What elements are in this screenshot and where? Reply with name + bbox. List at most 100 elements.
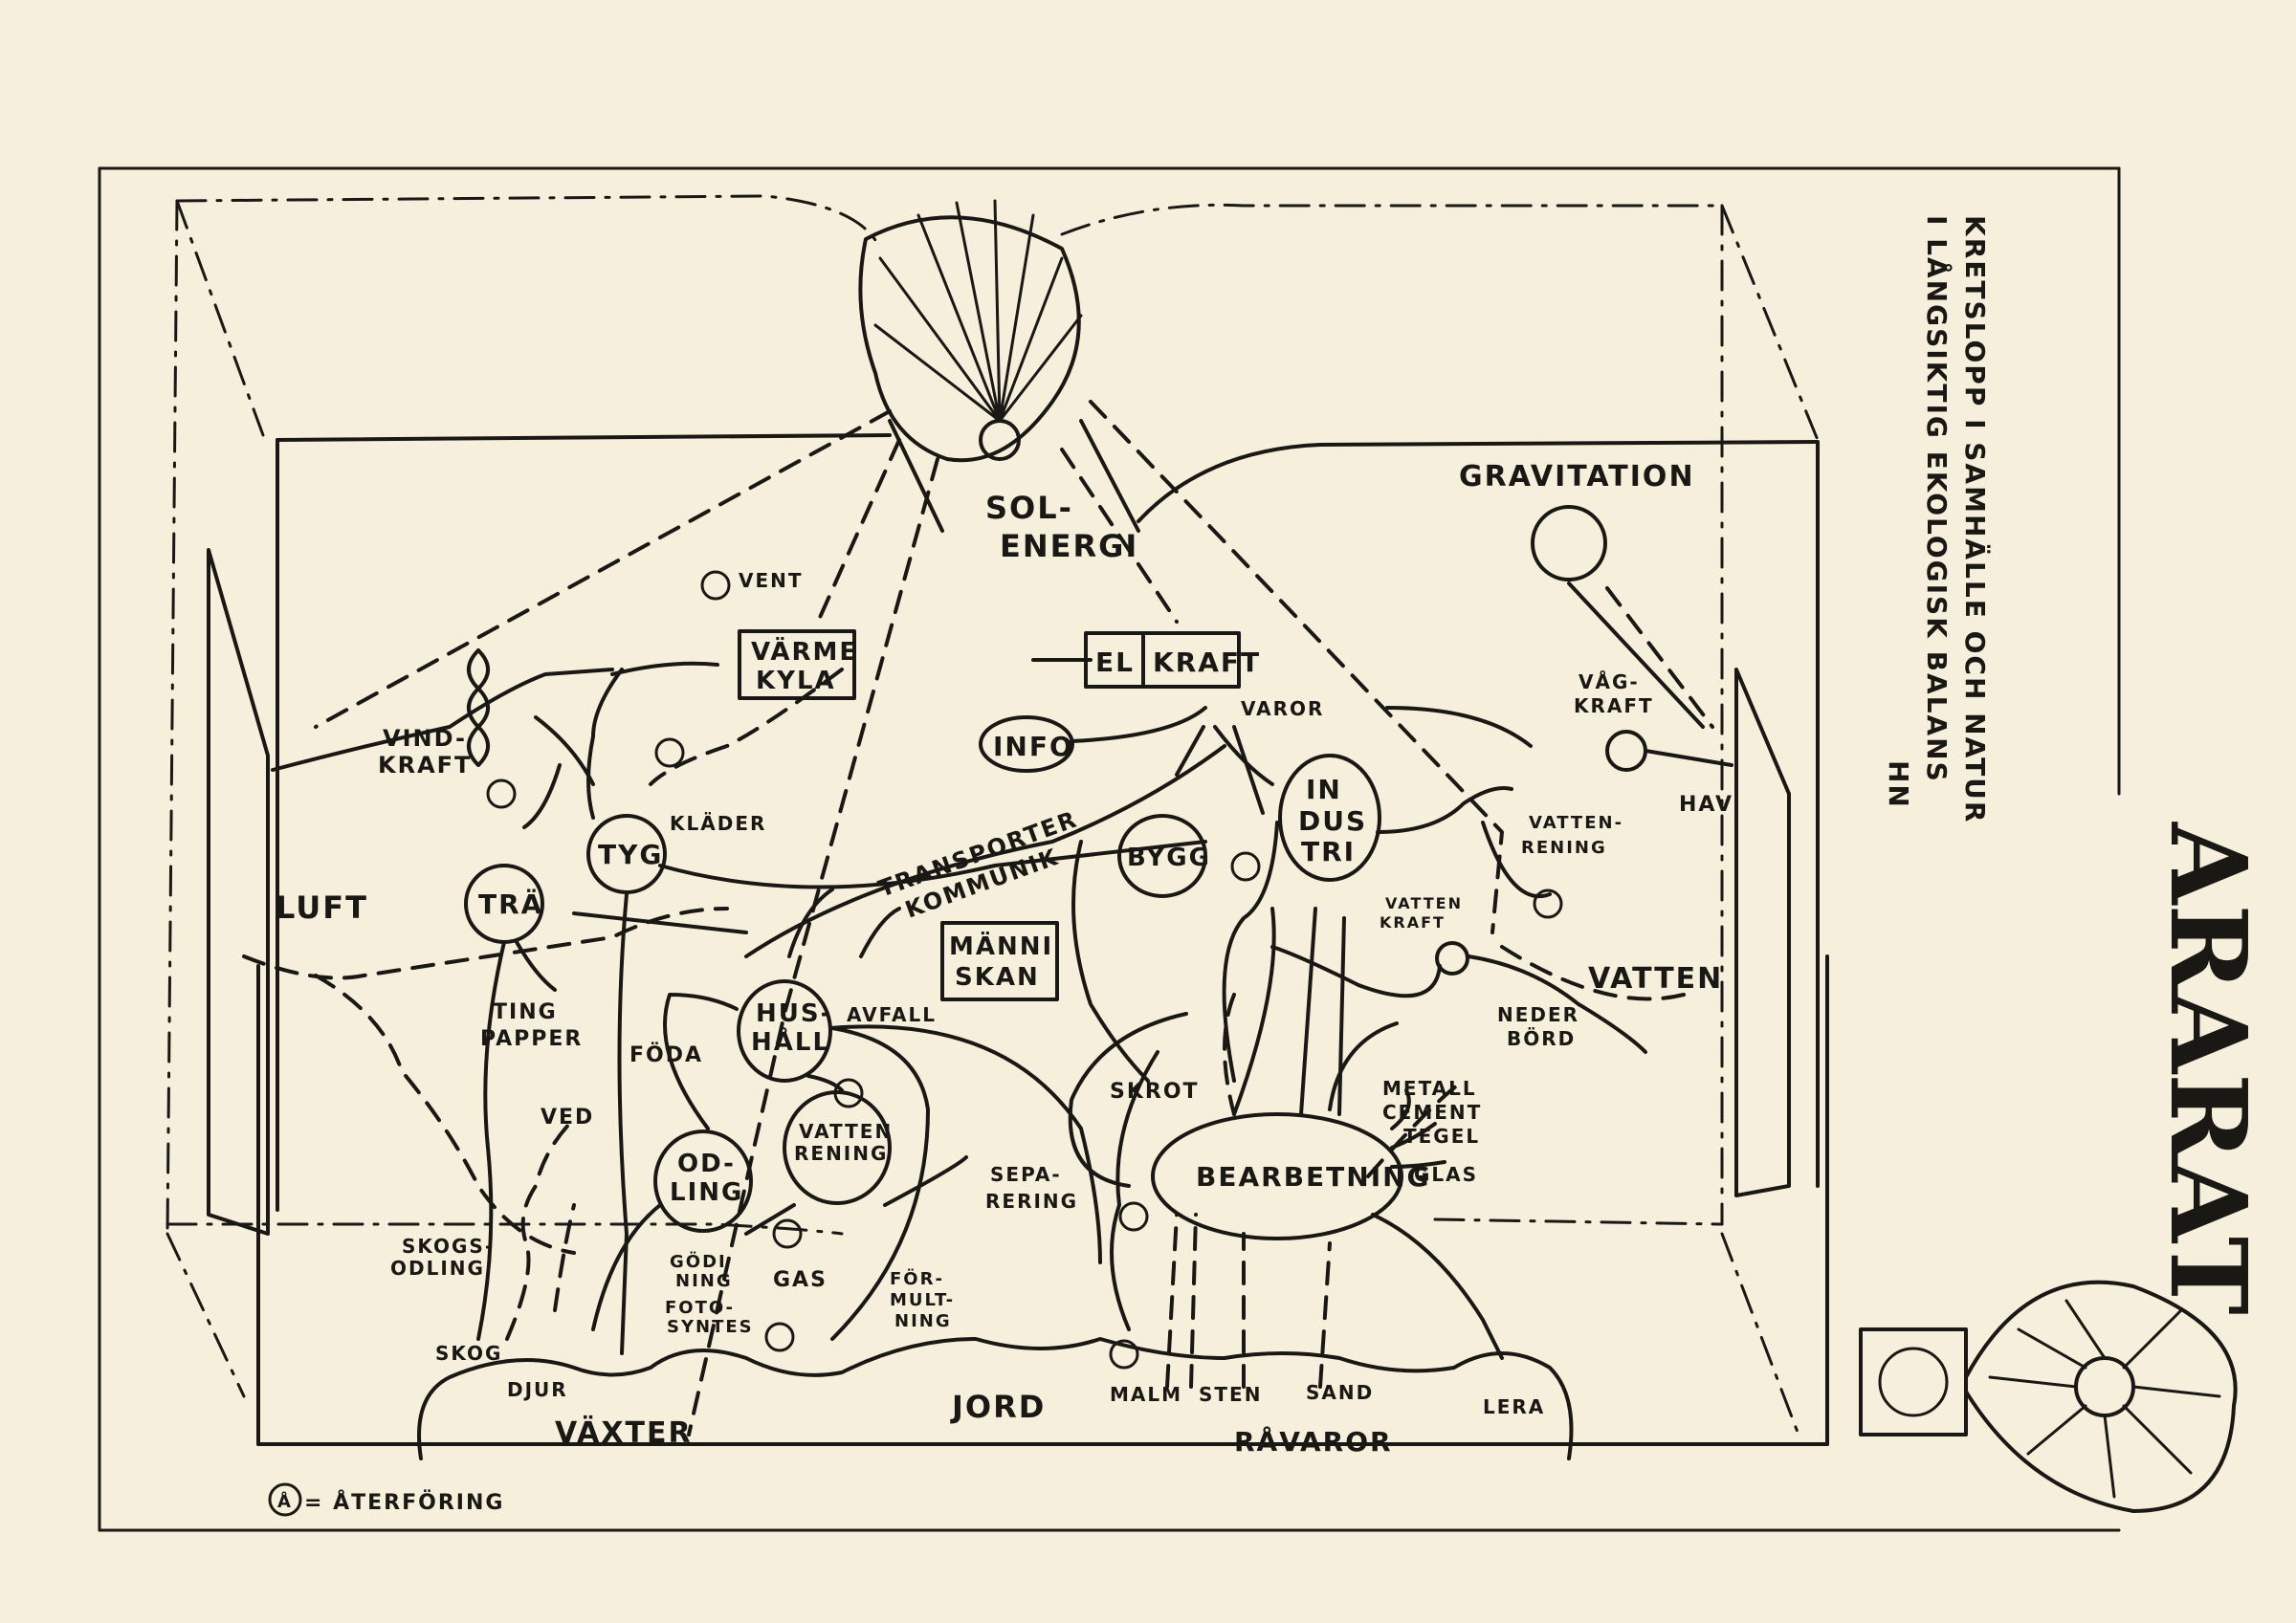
skogsodling-label-2: ODLING (390, 1257, 485, 1280)
vattenrening-node: VATTEN RENING (783, 1090, 893, 1205)
varor-label: VAROR (1241, 697, 1324, 720)
gas-label: GAS (773, 1268, 828, 1292)
hav-label: HAV (1679, 793, 1733, 817)
vattenrening-right-label-2: RENING (1521, 838, 1607, 858)
kladar-label: KLÄDER (670, 812, 766, 835)
skogsodling-label-1: SKOGS- (402, 1235, 495, 1258)
separering-label-2: RERING (985, 1190, 1078, 1213)
ved-label: VED (541, 1106, 594, 1130)
gravitation-label: GRAVITATION (1459, 460, 1695, 493)
manniskan-label-1: MÄNNI (949, 931, 1053, 961)
manniskan-label-2: SKAN (955, 963, 1040, 992)
inner-box (207, 433, 1829, 1446)
fotosyntes-label-2: SYNTES (667, 1317, 754, 1337)
odling-node: OD- LING (653, 1130, 753, 1233)
vagkraft-node (1605, 730, 1647, 772)
ting-label: TING (493, 1000, 558, 1024)
svg-text:LING: LING (670, 1178, 743, 1207)
perspective-box (166, 194, 1820, 1437)
svg-text:OD-: OD- (677, 1150, 736, 1178)
outer-frame (98, 166, 2121, 1532)
svg-text:TYG: TYG (598, 839, 663, 870)
ararat-logo (1859, 1280, 2238, 1513)
ground-strip (417, 1337, 1574, 1460)
diagram-title: KRETSLOPP I SAMHÄLLE OCH NATUR I LÅNGSIK… (1883, 215, 1992, 823)
godning-label-1: GÖDI (670, 1251, 727, 1272)
sand-label: SAND (1306, 1381, 1374, 1404)
svg-text:HÅLL: HÅLL (751, 1026, 830, 1057)
vaxter-label: VÄXTER (555, 1415, 693, 1450)
legend-symbol: Å (277, 1490, 293, 1512)
el-kraft-box: EL KRAFT (1084, 631, 1261, 689)
wind-turbine-icon (467, 648, 490, 767)
varme-kyla-box: VÄRME KYLA (738, 629, 858, 700)
djur-label: DJUR (507, 1378, 568, 1401)
sun-rays (314, 400, 1714, 1437)
title-line-3: HN (1883, 760, 1914, 809)
el-label: EL (1095, 647, 1135, 678)
vindkraft-label-2: KRAFT (378, 752, 472, 779)
manniskan-box: MÄNNI SKAN (940, 921, 1059, 1001)
svg-text:RENING: RENING (794, 1142, 888, 1165)
svg-text:HUS-: HUS- (756, 999, 832, 1028)
aterforing-badges (486, 570, 1563, 1370)
jord-label: JORD (950, 1389, 1046, 1425)
formultning-label-1: FÖR- (890, 1268, 944, 1289)
svg-text:TRÄ: TRÄ (478, 888, 543, 920)
sun-label-1: SOL- (985, 490, 1073, 526)
vagkraft-label-2: KRAFT (1574, 694, 1654, 717)
hushall-node: HUS- HÅLL (737, 979, 832, 1083)
vattenrening-right-label-1: VATTEN- (1529, 813, 1623, 833)
tra-node: TRÄ (464, 864, 544, 944)
brand: ARARAT (2147, 822, 2270, 1315)
kyla-label: KYLA (756, 667, 836, 695)
fotosyntes-label-1: FOTO- (665, 1298, 735, 1318)
bygg-node: BYGG (1117, 814, 1209, 898)
nederbord-label-1: NEDER (1497, 1003, 1579, 1026)
lera-label: LERA (1483, 1395, 1545, 1418)
formultning-label-2: MULT- (890, 1290, 955, 1310)
cement-label: CEMENT (1382, 1101, 1482, 1124)
brand-wordmark: ARARAT (2147, 822, 2270, 1315)
info-node: INFO (979, 715, 1074, 773)
vatten-label: VATTEN (1588, 962, 1723, 996)
svg-text:VATTEN: VATTEN (799, 1120, 893, 1143)
vattenkraft-label-2: KRAFT (1380, 913, 1446, 932)
title-line-1: KRETSLOPP I SAMHÄLLE OCH NATUR (1959, 215, 1992, 823)
skrot-label: SKROT (1110, 1080, 1200, 1104)
aterforing-icon (268, 1482, 302, 1517)
formultning-label-3: NING (894, 1311, 952, 1331)
glas-label: GLAS (1414, 1163, 1478, 1186)
luft-label: LUFT (276, 889, 368, 926)
kraft-label: KRAFT (1153, 647, 1261, 678)
vindkraft-label-1: VIND- (383, 725, 467, 752)
svg-text:BEARBETNING: BEARBETNING (1196, 1161, 1431, 1193)
skog-label: SKOG (435, 1342, 502, 1365)
dashed-flows (242, 668, 1686, 1389)
industri-node: IN DUS TRI (1278, 754, 1381, 882)
vagkraft-label-1: VÅG- (1578, 670, 1640, 693)
svg-text:IN: IN (1306, 774, 1342, 805)
legend-text: = ÅTERFÖRING (304, 1490, 504, 1515)
vattenkraft-node (1435, 941, 1469, 976)
svg-text:TRI: TRI (1301, 836, 1356, 867)
bearbetning-node: BEARBETNING (1151, 1112, 1431, 1240)
metall-label: METALL (1382, 1077, 1477, 1100)
ravaror-label: RÅVAROR (1234, 1425, 1393, 1458)
svg-text:DUS: DUS (1298, 805, 1367, 837)
nederbord-label-2: BÖRD (1507, 1027, 1576, 1050)
vent-label: VENT (739, 569, 804, 592)
title-line-2: I LÅNGSIKTIG EKOLOGISK BALANS (1921, 215, 1954, 783)
moon-icon (1531, 505, 1607, 581)
tegel-label: TEGEL (1403, 1125, 1480, 1148)
separering-label-1: SEPA- (990, 1163, 1062, 1186)
malm-label: MALM (1110, 1383, 1182, 1406)
avfall-label: AVFALL (847, 1003, 937, 1026)
foda-label: FÖDA (629, 1042, 703, 1067)
godning-label-2: NING (675, 1271, 733, 1291)
papper-label: PAPPER (480, 1027, 583, 1051)
sten-label: STEN (1199, 1383, 1262, 1406)
varme-label: VÄRME (751, 636, 858, 667)
sun-icon (858, 199, 1140, 533)
